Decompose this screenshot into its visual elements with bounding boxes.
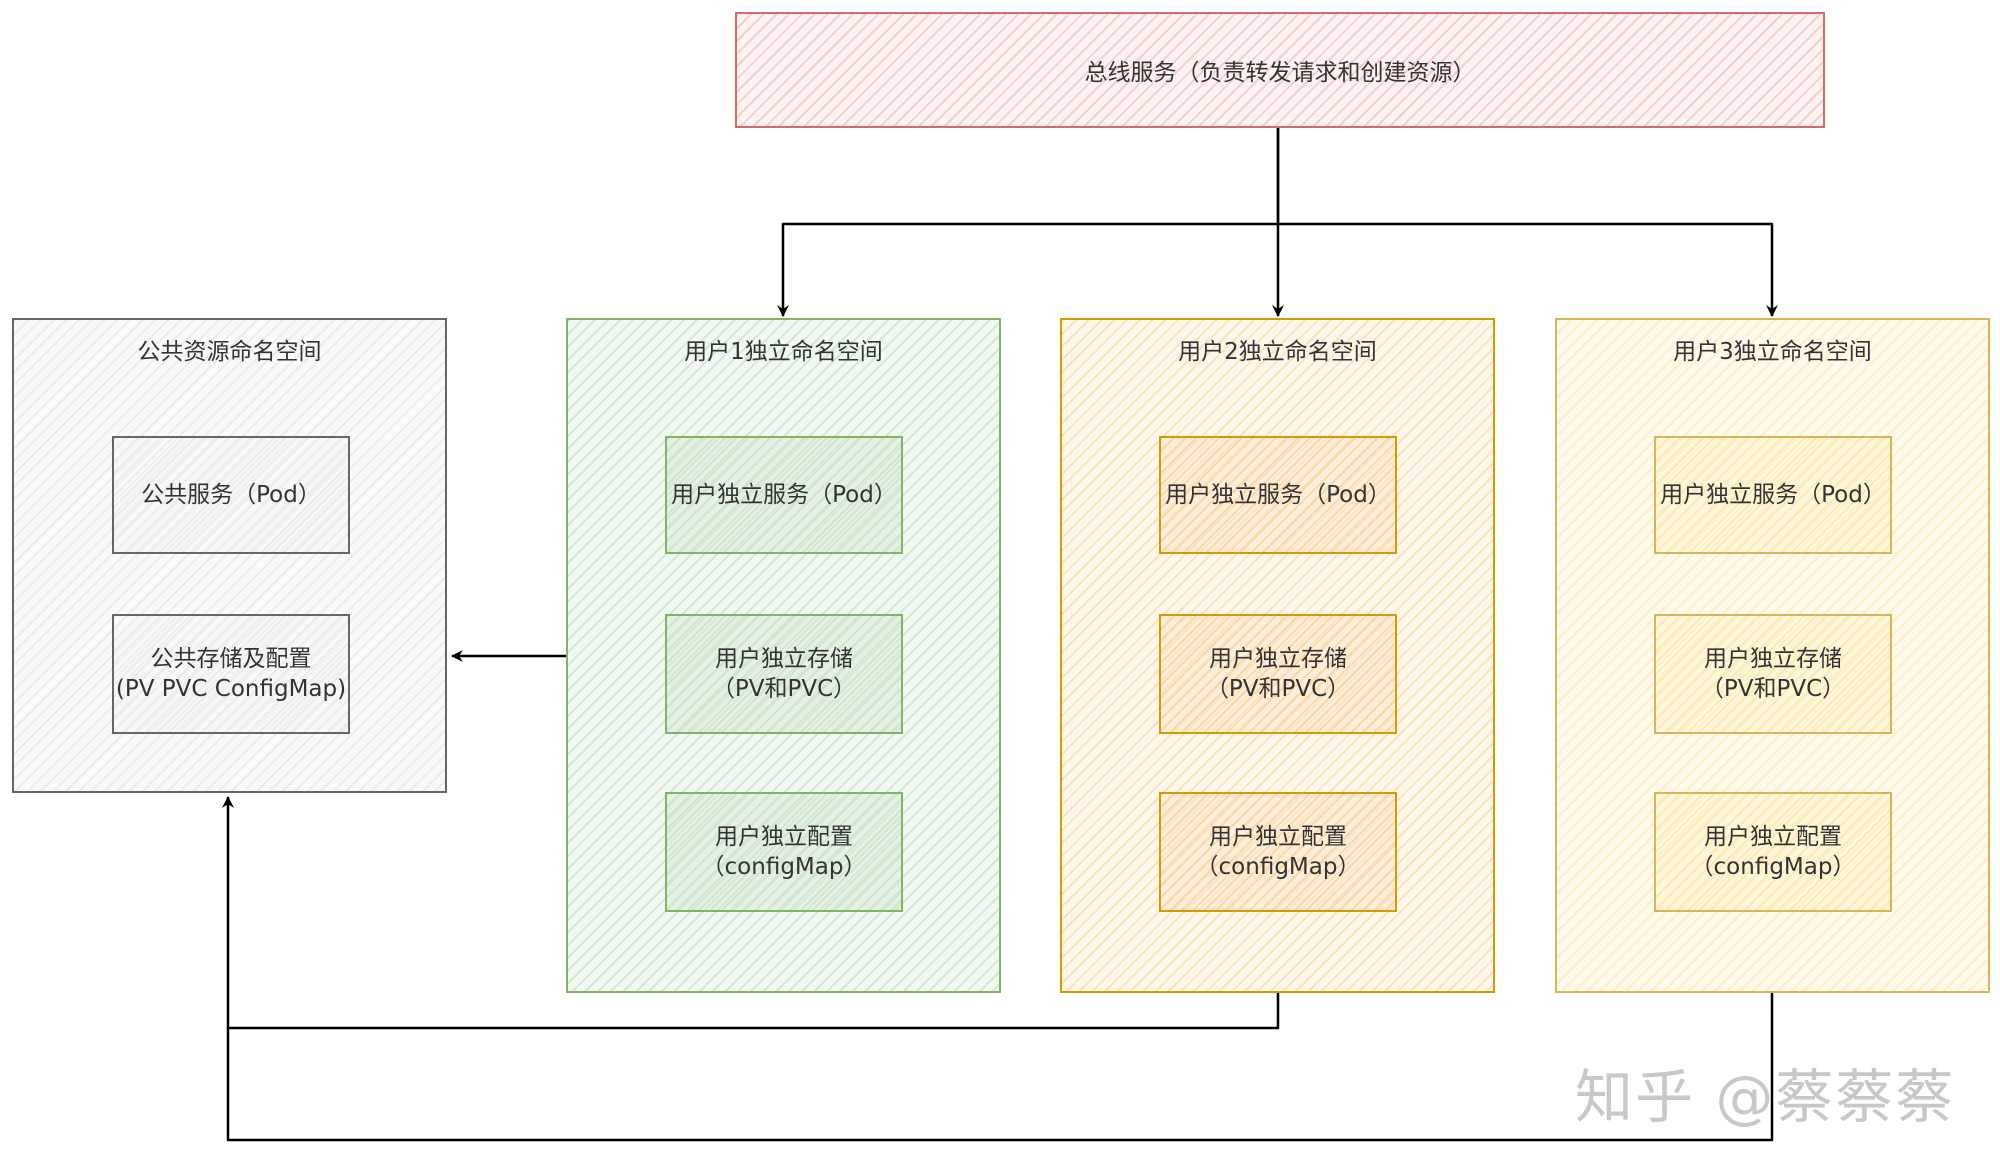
user1-config-label-line2: （configMap） (701, 854, 867, 880)
public-storage-label-line2: (PV PVC ConfigMap) (115, 676, 347, 702)
user2-storage-box[interactable]: 用户独立存储 （PV和PVC） (1159, 614, 1397, 734)
user3-namespace[interactable]: 用户3独立命名空间 用户独立服务（Pod） 用户独立存储 （PV和PVC） 用户… (1555, 318, 1990, 993)
user1-storage-label-line2: （PV和PVC） (711, 676, 857, 702)
bus-to-user3-edge (1278, 222, 1778, 317)
user2-config-label-line2: （configMap） (1195, 854, 1361, 880)
user1-namespace-title: 用户1独立命名空间 (684, 339, 883, 365)
user2-service-label: 用户独立服务（Pod） (1165, 482, 1391, 508)
user3-storage-label-line1: 用户独立存储 (1704, 646, 1842, 672)
public-storage-config-box[interactable]: 公共存储及配置 (PV PVC ConfigMap) (112, 614, 350, 734)
public-service-label: 公共服务（Pod） (141, 482, 321, 508)
user1-config-box[interactable]: 用户独立配置 （configMap） (665, 792, 903, 912)
user3-storage-label-line2: （PV和PVC） (1700, 676, 1846, 702)
public-namespace[interactable]: 公共资源命名空间 公共服务（Pod） 公共存储及配置 (PV PVC Confi… (12, 318, 447, 793)
user2-to-public-edge (222, 796, 1280, 1030)
bus-service-label: 总线服务（负责转发请求和创建资源） (1084, 60, 1476, 86)
user3-to-public-edge (226, 993, 1774, 1142)
user2-namespace[interactable]: 用户2独立命名空间 用户独立服务（Pod） 用户独立存储 （PV和PVC） 用户… (1060, 318, 1495, 993)
user1-config-label-line1: 用户独立配置 (715, 824, 853, 850)
user3-config-label-line2: （configMap） (1690, 854, 1856, 880)
user3-service-label: 用户独立服务（Pod） (1660, 482, 1886, 508)
user1-namespace[interactable]: 用户1独立命名空间 用户独立服务（Pod） 用户独立存储 （PV和PVC） 用户… (566, 318, 1001, 993)
user3-config-box[interactable]: 用户独立配置 （configMap） (1654, 792, 1892, 912)
user2-storage-label-line2: （PV和PVC） (1205, 676, 1351, 702)
user1-service-label: 用户独立服务（Pod） (671, 482, 897, 508)
bus-service-box[interactable]: 总线服务（负责转发请求和创建资源） (735, 12, 1825, 128)
user3-config-label-line1: 用户独立配置 (1704, 824, 1842, 850)
user3-namespace-title: 用户3独立命名空间 (1673, 339, 1872, 365)
public-storage-label-line1: 公共存储及配置 (150, 646, 312, 672)
user1-service-box[interactable]: 用户独立服务（Pod） (665, 436, 903, 554)
bus-to-user1-edge (777, 128, 1280, 317)
user3-service-box[interactable]: 用户独立服务（Pod） (1654, 436, 1892, 554)
public-namespace-title: 公共资源命名空间 (137, 339, 322, 365)
public-service-box[interactable]: 公共服务（Pod） (112, 436, 350, 554)
user1-storage-box[interactable]: 用户独立存储 （PV和PVC） (665, 614, 903, 734)
user2-service-box[interactable]: 用户独立服务（Pod） (1159, 436, 1397, 554)
user1-storage-label-line1: 用户独立存储 (715, 646, 853, 672)
watermark-text: 知乎 @蔡蔡蔡 (1575, 1063, 1956, 1131)
user2-config-label-line1: 用户独立配置 (1209, 824, 1347, 850)
user3-storage-box[interactable]: 用户独立存储 （PV和PVC） (1654, 614, 1892, 734)
user2-storage-label-line1: 用户独立存储 (1209, 646, 1347, 672)
user2-namespace-title: 用户2独立命名空间 (1178, 339, 1377, 365)
user2-config-box[interactable]: 用户独立配置 （configMap） (1159, 792, 1397, 912)
